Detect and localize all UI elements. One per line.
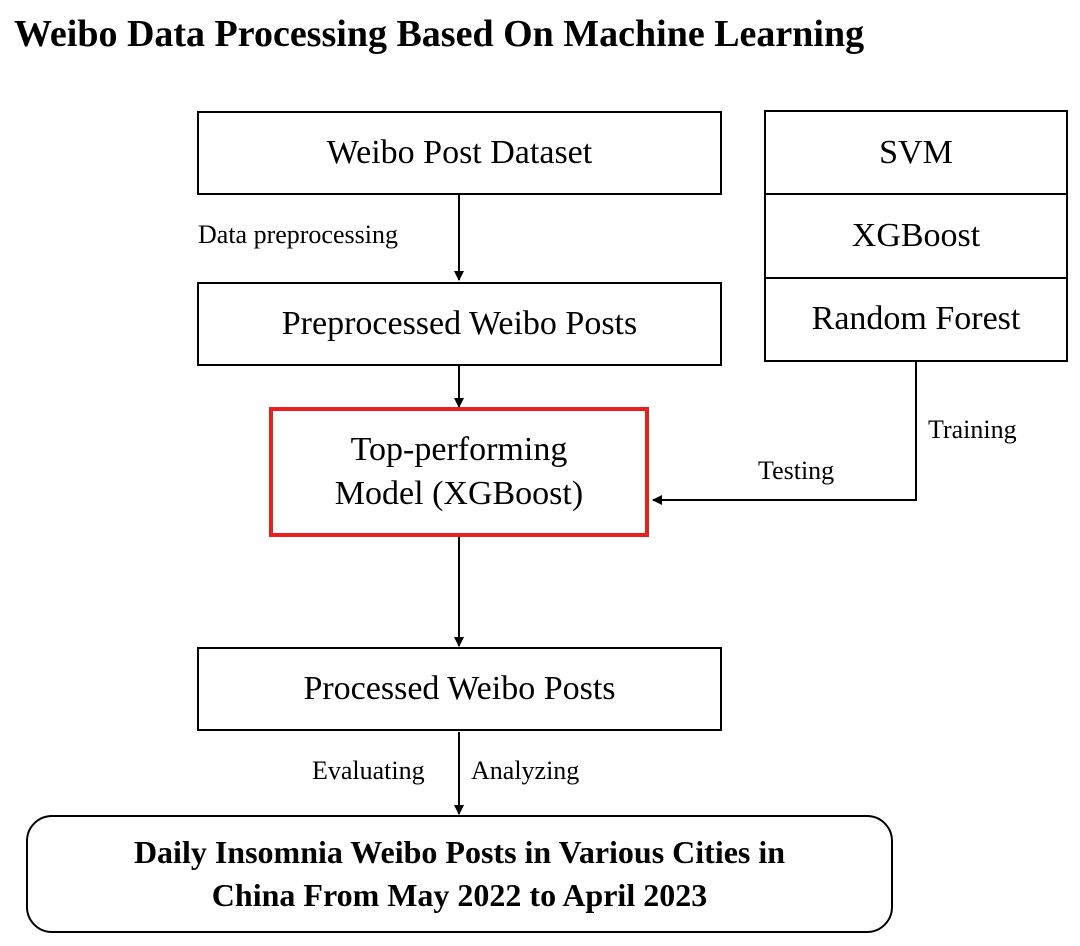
edge-label-testing: Testing (758, 456, 835, 485)
model-candidate-svm-label: SVM (879, 133, 953, 171)
node-weibo-post-dataset: Weibo Post Dataset (197, 111, 722, 195)
model-candidate-random-forest-label: Random Forest (811, 300, 1021, 338)
model-candidate-xgboost: XGBoost (766, 195, 1066, 279)
edge-label-training: Training (928, 415, 1017, 444)
edge-label-evaluating: Evaluating (312, 756, 425, 785)
node-daily-insomnia-result: Daily Insomnia Weibo Posts in Various Ci… (26, 815, 893, 933)
node-top-performing-model-line2: Model (XGBoost) (334, 475, 584, 512)
model-candidate-xgboost-label: XGBoost (851, 216, 981, 254)
node-weibo-post-dataset-label: Weibo Post Dataset (326, 133, 593, 171)
node-top-performing-model: Top-performing Model (XGBoost) (269, 407, 649, 537)
node-daily-insomnia-result-line2: China From May 2022 to April 2023 (211, 877, 708, 913)
edge-label-analyzing: Analyzing (471, 756, 580, 785)
node-preprocessed-weibo-posts-label: Preprocessed Weibo Posts (281, 304, 638, 342)
node-processed-weibo-posts-label: Processed Weibo Posts (303, 669, 616, 707)
model-candidates-stack: SVM XGBoost Random Forest (764, 110, 1068, 362)
node-preprocessed-weibo-posts: Preprocessed Weibo Posts (197, 282, 722, 366)
model-candidate-svm: SVM (766, 112, 1066, 196)
node-top-performing-model-line1: Top-performing (350, 430, 568, 468)
model-candidate-random-forest: Random Forest (766, 279, 1066, 360)
node-processed-weibo-posts: Processed Weibo Posts (197, 647, 722, 731)
diagram-title: Weibo Data Processing Based On Machine L… (14, 13, 865, 55)
node-daily-insomnia-result-line1: Daily Insomnia Weibo Posts in Various Ci… (133, 833, 786, 870)
arrow-models-to-top-model (652, 362, 917, 505)
edge-label-data-preprocessing: Data preprocessing (198, 220, 398, 249)
